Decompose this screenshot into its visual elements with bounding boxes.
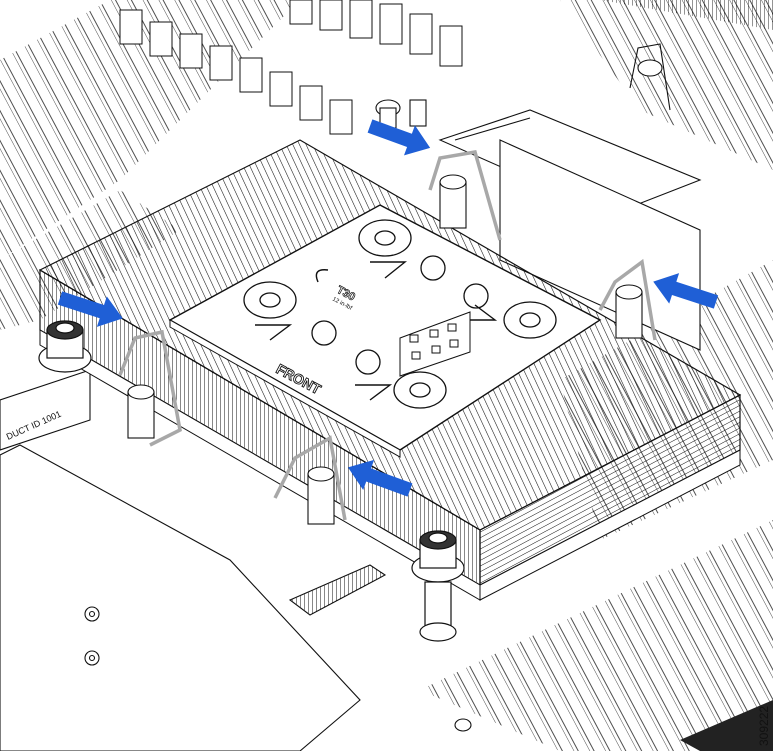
latch-post-right (615, 284, 643, 339)
lever-left (118, 329, 182, 447)
arrow-top (367, 119, 431, 156)
lever-top (428, 150, 502, 241)
arrow-right (653, 273, 719, 309)
latch-post-bottom (307, 466, 335, 525)
lever-bottom (273, 435, 347, 521)
lever-right (598, 258, 657, 341)
top-standoff (375, 43, 671, 129)
dimm-rails-bottom (420, 520, 773, 751)
heatsink: FRONT T30 12 in-lbf (38, 139, 742, 601)
air-duct-plate (0, 369, 472, 751)
captive-screw-left (38, 320, 92, 373)
arrow-left (57, 291, 123, 327)
captive-screw-right (411, 530, 465, 642)
latch-post-left (127, 384, 155, 439)
latch-post-top (439, 174, 467, 229)
dimm-connector-row (119, 0, 463, 135)
figure-id: 309222 (757, 706, 771, 746)
arrow-group (57, 119, 719, 497)
arrow-bottom (347, 459, 413, 497)
riser-module (438, 109, 702, 351)
